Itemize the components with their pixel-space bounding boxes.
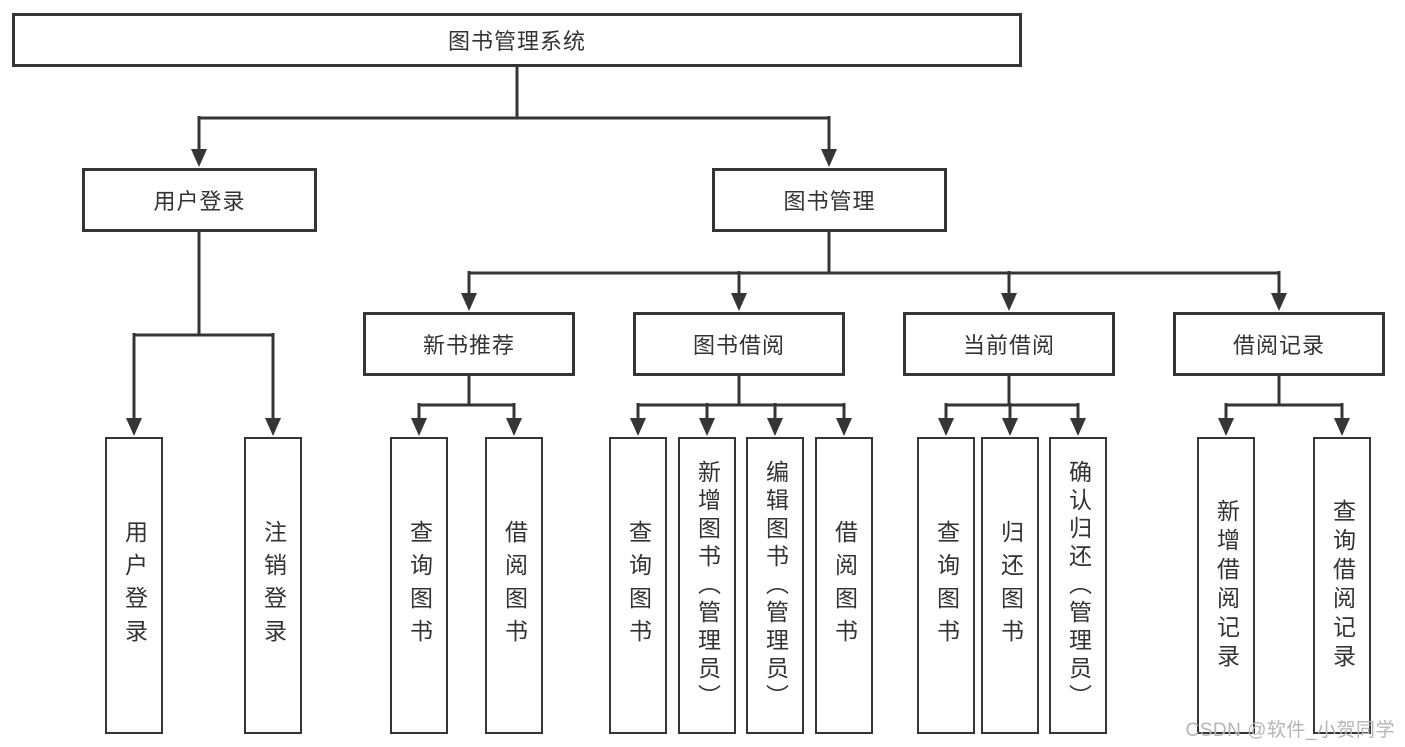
leaf-borrow-books-borrow: 借阅图书	[815, 437, 873, 734]
connector-user-login	[126, 232, 281, 436]
leaf-logout: 注销登录	[244, 437, 302, 734]
node-system: 图书管理系统	[12, 13, 1022, 67]
node-user-login-label: 用户登录	[153, 189, 246, 214]
leaf-add-books-admin: 新增图书（管理员）	[678, 437, 736, 734]
node-book-borrow-label: 图书借阅	[692, 333, 785, 358]
connector-borrow-records	[1218, 376, 1350, 436]
leaf-query-borrow-record: 查询借阅记录	[1313, 437, 1371, 734]
node-book-borrow: 图书借阅	[633, 312, 845, 376]
node-new-book-recommend-label: 新书推荐	[422, 333, 515, 358]
connector-root	[191, 67, 837, 167]
node-book-management-label: 图书管理	[783, 189, 876, 214]
connector-current-borrow	[938, 376, 1086, 436]
node-borrow-records: 借阅记录	[1173, 312, 1385, 376]
connector-book-borrow	[630, 376, 852, 436]
leaf-edit-books-admin: 编辑图书（管理员）	[746, 437, 804, 734]
leaf-query-books-borrow: 查询图书	[609, 437, 667, 734]
node-current-borrow: 当前借阅	[903, 312, 1115, 376]
leaf-query-books-recommend: 查询图书	[390, 437, 448, 734]
connector-new-book-recommend	[411, 376, 522, 436]
leaf-confirm-return-admin: 确认归还（管理员）	[1049, 437, 1107, 734]
node-user-login: 用户登录	[82, 168, 317, 232]
node-book-management: 图书管理	[712, 168, 947, 232]
connector-book-management	[461, 232, 1287, 311]
node-new-book-recommend: 新书推荐	[363, 312, 575, 376]
node-current-borrow-label: 当前借阅	[962, 333, 1055, 358]
leaf-borrow-books-recommend: 借阅图书	[485, 437, 543, 734]
leaf-add-borrow-record: 新增借阅记录	[1197, 437, 1255, 734]
leaf-query-books-current: 查询图书	[917, 437, 975, 734]
leaf-return-books: 归还图书	[981, 437, 1039, 734]
leaf-user-login: 用户登录	[105, 437, 163, 734]
node-borrow-records-label: 借阅记录	[1232, 333, 1325, 358]
node-system-label: 图书管理系统	[447, 29, 586, 54]
watermark: CSDN @软件_小贺同学	[1185, 720, 1395, 741]
